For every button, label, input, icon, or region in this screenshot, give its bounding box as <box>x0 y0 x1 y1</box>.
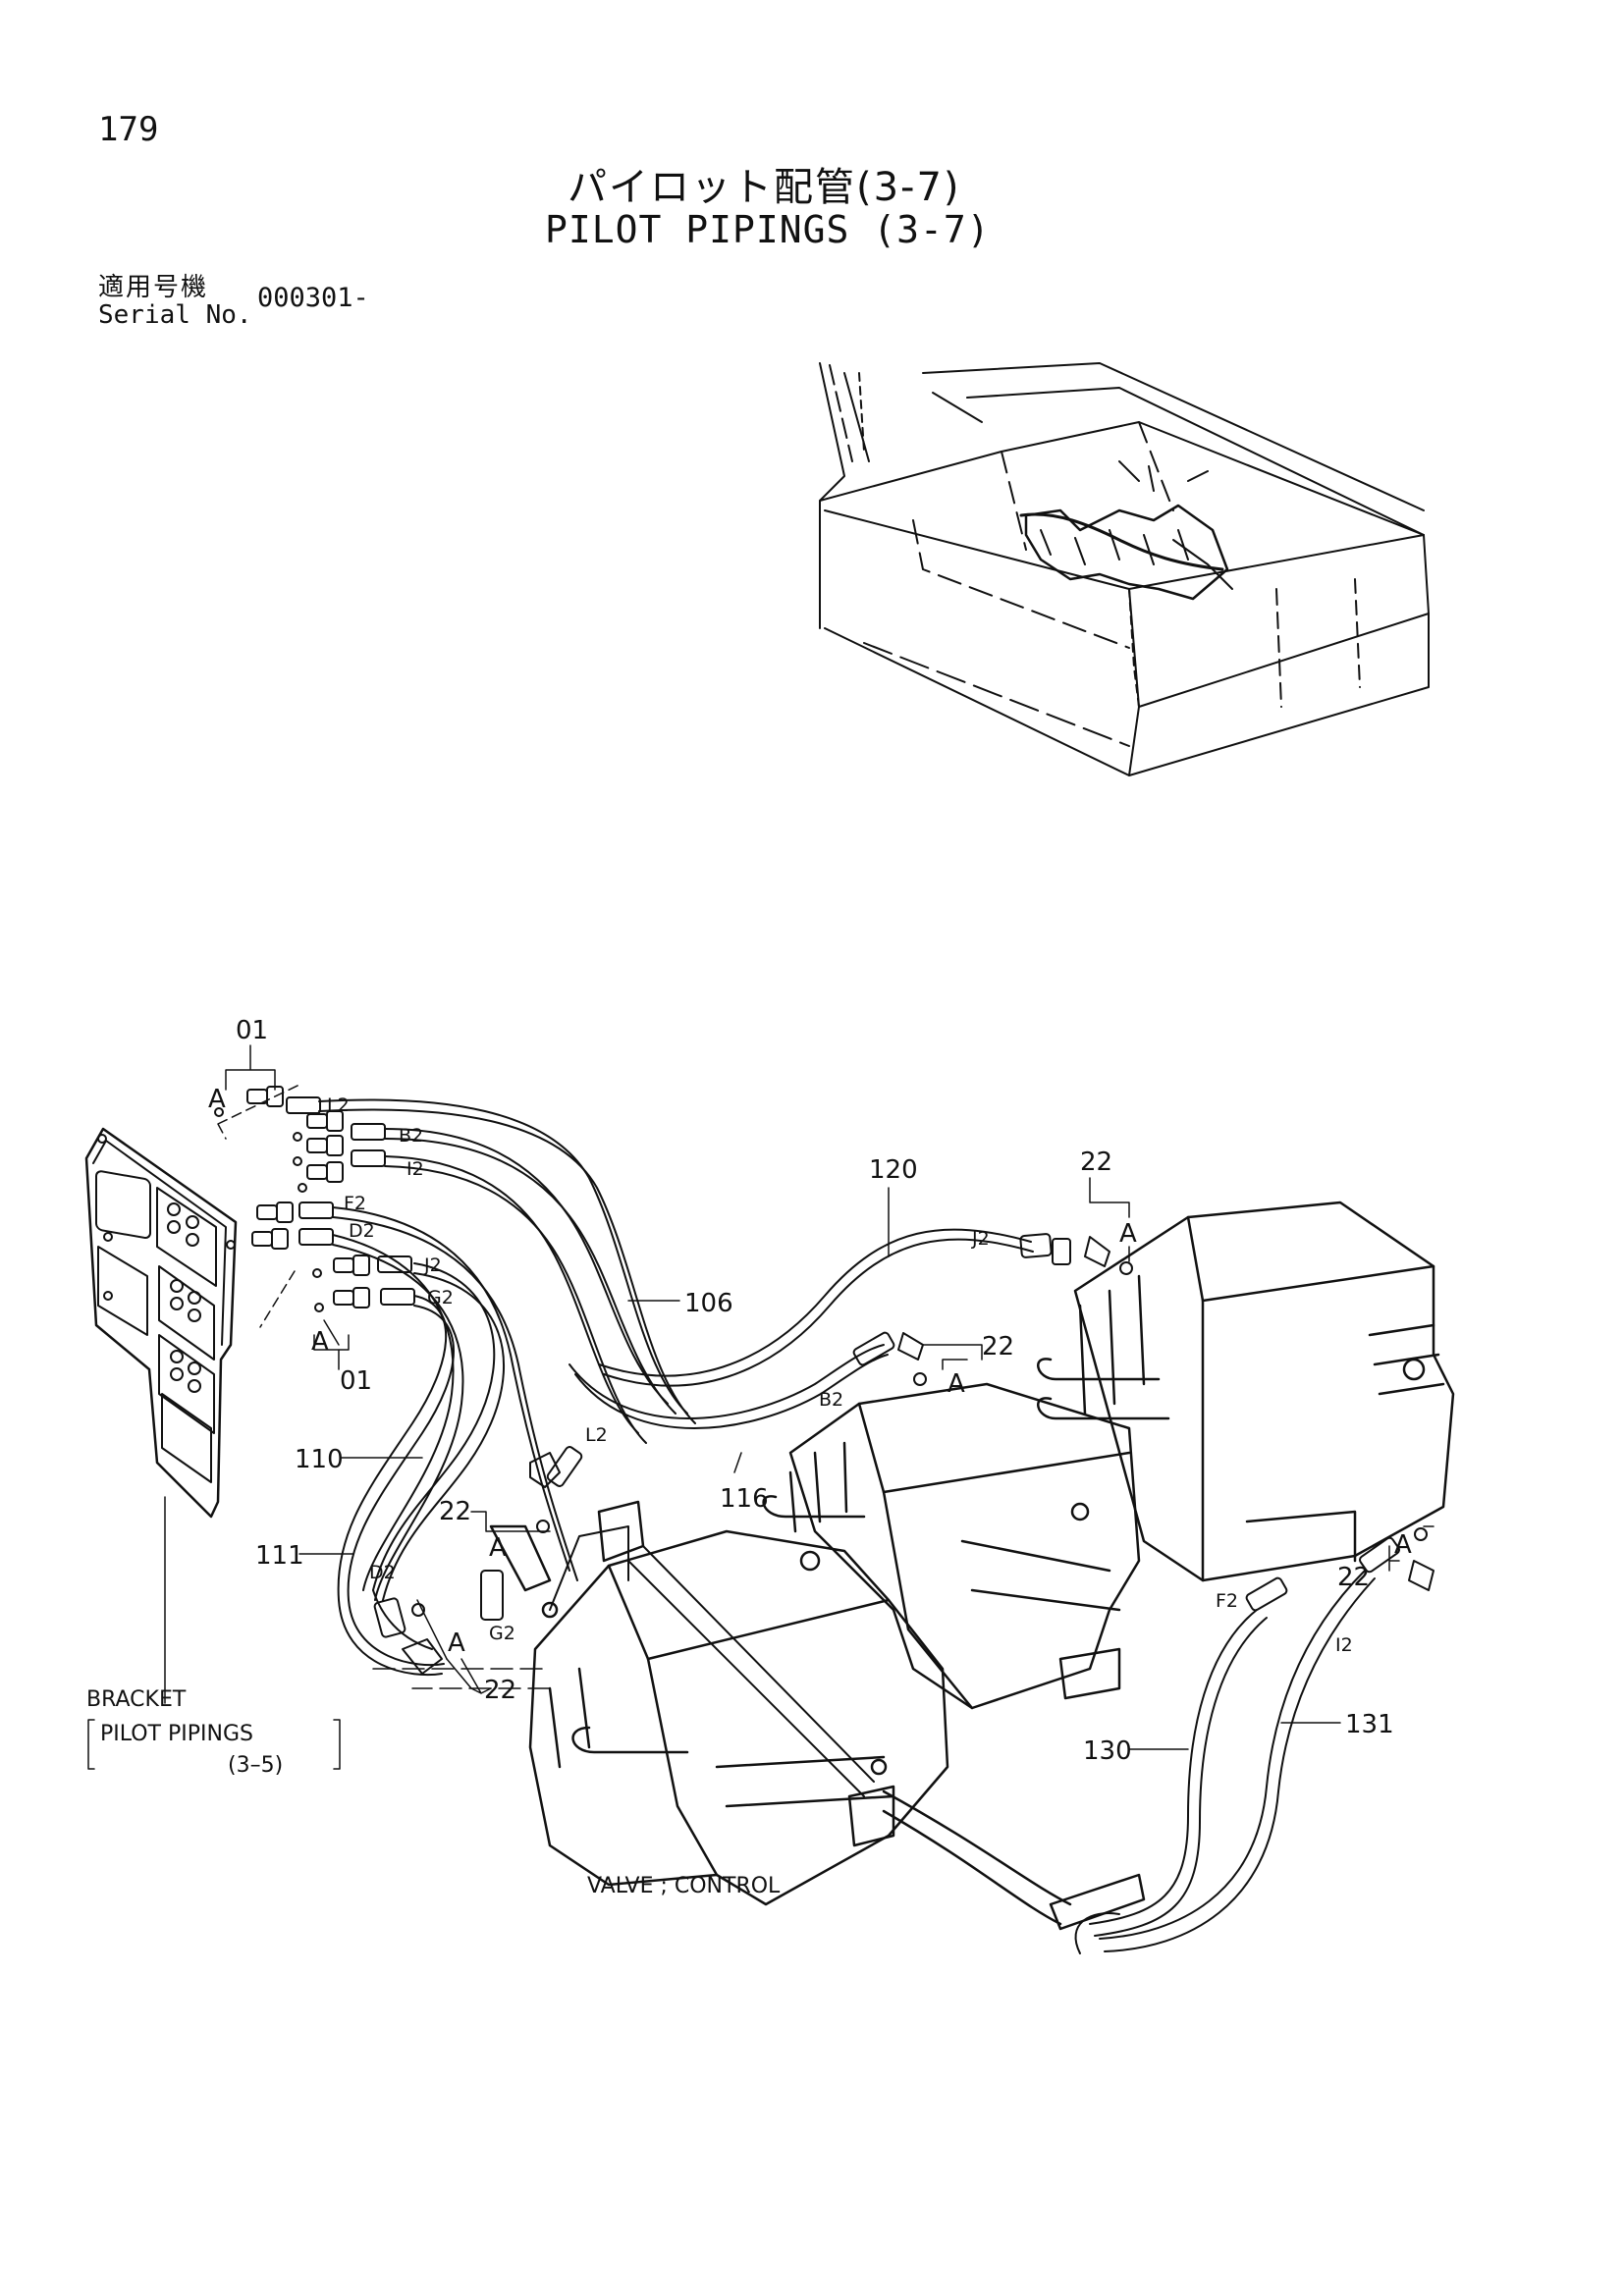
callout-116: 116 <box>720 1484 769 1514</box>
bracket-adapters <box>214 1044 415 1370</box>
callout-111: 111 <box>255 1541 304 1571</box>
callout-130: 130 <box>1083 1736 1132 1766</box>
hose-fittings <box>373 1233 1435 1675</box>
port-label-g2-bracket: G2 <box>427 1287 454 1308</box>
view-mark-a-4: A <box>947 1369 965 1399</box>
port-label-d2-bracket: D2 <box>349 1220 375 1242</box>
serial-number-value: 000301- <box>257 283 369 313</box>
pilot-hoses <box>318 1098 1376 1952</box>
control-valve-assembly <box>372 1201 1455 1954</box>
port-label-i2-hose: I2 <box>1335 1634 1353 1656</box>
port-label-j2-bracket: J2 <box>423 1255 442 1276</box>
page-number: 179 <box>98 110 159 149</box>
callout-01-top: 01 <box>236 1016 268 1045</box>
pilot-bracket-plate <box>84 1127 238 1704</box>
note-valve-control: VALVE ; CONTROL <box>587 1874 781 1898</box>
callout-106: 106 <box>684 1289 733 1318</box>
note-bracket-page-ref: (3–5) <box>228 1753 283 1778</box>
port-label-b2-bracket: B2 <box>399 1125 423 1147</box>
machine-overview-inset <box>819 362 1430 776</box>
note-bracket-pilot-pipings: PILOT PIPINGS <box>100 1722 253 1746</box>
port-label-i2-bracket: I2 <box>406 1158 424 1180</box>
port-label-b2-hose: B2 <box>819 1389 843 1411</box>
callout-leaders <box>87 1177 1435 1770</box>
callout-120: 120 <box>869 1155 918 1185</box>
serial-label-english: Serial No. <box>98 300 252 330</box>
diagram-labels: 01 01 22 22 22 22 22 106 110 111 116 120… <box>86 1016 1412 1898</box>
view-mark-a-6: A <box>448 1629 465 1658</box>
page-title-japanese: パイロット配管(3-7) <box>568 165 961 210</box>
note-bracket: BRACKET <box>86 1687 187 1712</box>
port-label-d2-hose: D2 <box>369 1562 396 1583</box>
port-label-f2-bracket: F2 <box>344 1193 366 1214</box>
port-label-l2-bracket: L2 <box>327 1095 350 1116</box>
callout-22-lower-right: 22 <box>1337 1563 1370 1592</box>
callout-110: 110 <box>295 1445 344 1474</box>
serial-label-japanese: 適用号機 <box>98 273 209 302</box>
callout-01-bottom: 01 <box>340 1366 372 1396</box>
view-mark-a-3: A <box>1119 1219 1137 1249</box>
page-title-english: PILOT PIPINGS (3-7) <box>545 208 991 251</box>
view-mark-a-7: A <box>1394 1530 1412 1560</box>
view-mark-a-1: A <box>208 1085 226 1114</box>
view-mark-a-2: A <box>311 1327 329 1357</box>
port-label-f2-hose: F2 <box>1216 1590 1238 1612</box>
callout-22-right-top: 22 <box>1080 1148 1112 1177</box>
port-label-j2-hose: J2 <box>971 1228 990 1250</box>
callout-22-mid: 22 <box>982 1332 1014 1362</box>
callout-22-left: 22 <box>439 1497 471 1526</box>
callout-131: 131 <box>1345 1710 1394 1739</box>
port-label-g2-valve: G2 <box>489 1623 515 1644</box>
view-mark-a-5: A <box>489 1533 507 1563</box>
callout-22-bottom: 22 <box>484 1676 516 1705</box>
port-label-l2-hose: L2 <box>585 1424 608 1446</box>
